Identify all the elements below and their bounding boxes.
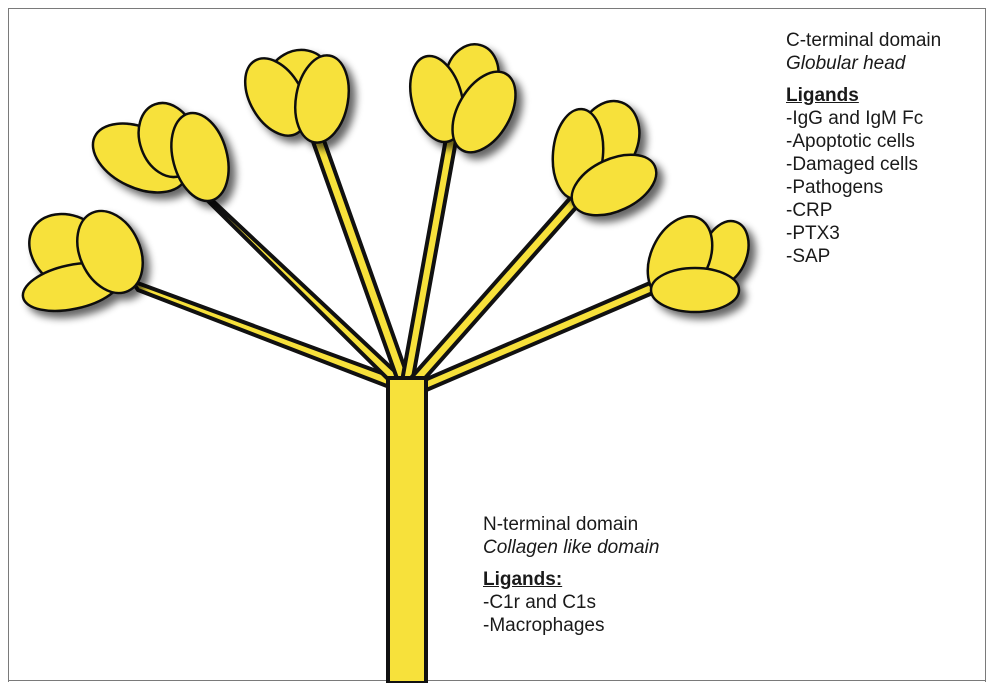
globular-head-4	[401, 38, 528, 163]
n-terminal-ligands-heading: Ligands:	[483, 568, 659, 591]
ligand-item: -Damaged cells	[786, 153, 941, 176]
globular-heads	[14, 38, 757, 319]
ligand-item: -CRP	[786, 199, 941, 222]
c-terminal-ligands-heading: Ligands	[786, 84, 941, 107]
globular-head-1	[14, 198, 155, 319]
ligand-item: -Macrophages	[483, 614, 659, 637]
ligand-item: -Apoptotic cells	[786, 130, 941, 153]
c-terminal-title: C-terminal domain	[786, 29, 941, 52]
ligand-item: -SAP	[786, 245, 941, 268]
n-terminal-title: N-terminal domain	[483, 513, 659, 536]
ligand-item: -C1r and C1s	[483, 591, 659, 614]
c-terminal-label-block: C-terminal domain Globular head Ligands …	[786, 29, 941, 268]
n-terminal-ligand-list: -C1r and C1s -Macrophages	[483, 591, 659, 637]
globular-head-6	[635, 206, 757, 312]
ligand-item: -PTX3	[786, 222, 941, 245]
globular-head-2	[82, 95, 238, 208]
c-terminal-subtitle: Globular head	[786, 52, 941, 75]
collagen-stem	[388, 378, 426, 683]
n-terminal-subtitle: Collagen like domain	[483, 536, 659, 559]
globular-head-3	[232, 39, 355, 147]
ligand-item: -Pathogens	[786, 176, 941, 199]
ligand-item: -IgG and IgM Fc	[786, 107, 941, 130]
n-terminal-label-block: N-terminal domain Collagen like domain L…	[483, 513, 659, 637]
c-terminal-ligand-list: -IgG and IgM Fc -Apoptotic cells -Damage…	[786, 107, 941, 268]
